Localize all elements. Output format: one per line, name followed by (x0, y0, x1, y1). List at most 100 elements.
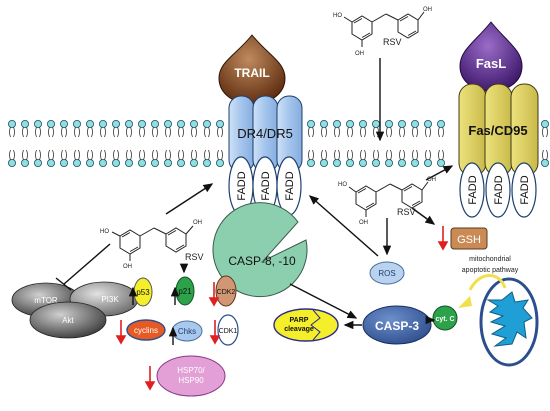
lipid-head (137, 120, 146, 129)
lipid-tail (113, 149, 119, 161)
lipid-head (306, 158, 315, 167)
lipid-head (150, 158, 159, 167)
lipid-tail (399, 149, 405, 161)
lipid-tail (334, 126, 340, 138)
cyclins-node: cyclins (126, 319, 166, 341)
ho-label: OH (359, 220, 368, 226)
lipid-tail (347, 149, 353, 161)
lipid-head (358, 120, 367, 129)
lipid-head (371, 158, 380, 167)
fadd-label: FADD (519, 175, 531, 204)
lipid-head (60, 158, 69, 167)
gsh-label: GSH (457, 234, 481, 246)
lipid-head (423, 158, 432, 167)
lipid-tail (191, 126, 197, 138)
lipid-tail (360, 149, 366, 161)
lipid-tail (87, 126, 93, 138)
lipid-head (332, 120, 341, 129)
hsp90-label: HSP90 (178, 376, 204, 385)
fas-fadd-group: FADD FADD FADD (459, 162, 537, 218)
fadd-label: FADD (236, 171, 248, 200)
lipid-head (73, 120, 82, 129)
akt-label: Akt (62, 316, 74, 325)
red-down-arrows (115, 226, 449, 391)
lipid-tail (35, 149, 41, 161)
lipid-tail (412, 149, 418, 161)
lipid-tail (373, 126, 379, 138)
lipid-tail (360, 126, 366, 138)
cytc-release-arrow (468, 274, 507, 291)
lipid-tail (22, 126, 28, 138)
lipid-head (345, 158, 354, 167)
lipid-tail (334, 149, 340, 161)
lipid-head (319, 120, 328, 129)
lipid-tail (438, 149, 444, 161)
rsv-to-fas-arrow (425, 165, 454, 181)
lipid-head (423, 120, 432, 129)
lipid-head (410, 120, 419, 129)
lipid-head (99, 158, 108, 167)
dr4-dr5-label: DR4/DR5 (237, 126, 293, 141)
lipid-head (20, 158, 29, 167)
lipid-head (20, 120, 29, 129)
cdk1-label: CDK1 (219, 328, 238, 335)
lipid-head (189, 158, 198, 167)
oh-label: OH (427, 177, 436, 183)
lipid-tail (48, 126, 54, 138)
lipid-tail (542, 126, 548, 138)
lipid-head (384, 158, 393, 167)
lipid-tail (126, 149, 132, 161)
fadd-label: FADD (260, 171, 272, 200)
lipid-tail (425, 126, 431, 138)
lipid-tail (178, 126, 184, 138)
lipid-head (202, 120, 211, 129)
lipid-tail (438, 126, 444, 138)
lipid-head (410, 158, 419, 167)
lipid-tail (9, 126, 15, 138)
lipid-tail (321, 149, 327, 161)
lipid-tail (165, 149, 171, 161)
chks-node: Chks (171, 320, 203, 342)
p21-label: p21 (178, 287, 192, 296)
ho-label: HO (100, 229, 109, 235)
lipid-tail (217, 126, 223, 138)
lipid-tail (308, 149, 314, 161)
lipid-tail (22, 149, 28, 161)
p21-node: p21 (175, 276, 195, 306)
ros-to-dr-arrow (308, 195, 379, 257)
lipid-tail (191, 149, 197, 161)
ho-label: OH (355, 51, 364, 57)
trail-label: TRAIL (234, 66, 269, 80)
lipid-tail (386, 149, 392, 161)
lipid-head (345, 120, 354, 129)
mitochondrial-label-2: apoptotic pathway (462, 267, 519, 274)
oh-label: OH (423, 7, 432, 13)
rsv-molecule-middle (348, 181, 429, 217)
lipid-head (306, 120, 315, 129)
parp-label: PARP (290, 317, 309, 324)
lipid-head (73, 158, 82, 167)
lipid-tail (386, 126, 392, 138)
lipid-head (384, 120, 393, 129)
cdk2-node: CDK2 (215, 275, 237, 307)
lipid-head (7, 158, 16, 167)
fasl-ligand: FasL (459, 21, 523, 92)
lipid-head (86, 120, 95, 129)
lipid-head (99, 120, 108, 129)
lipid-head (34, 158, 43, 167)
lipid-tail (74, 126, 80, 138)
rsv-inhibits-kinases-line (63, 243, 111, 285)
cytochrome-c: cyt. C (432, 305, 458, 331)
mitochondrion-icon (479, 277, 539, 367)
lipid-tail (48, 149, 54, 161)
lipid-head (436, 120, 445, 129)
lipid-head (34, 120, 43, 129)
ho-label: OH (123, 264, 132, 270)
lipid-tail (74, 149, 80, 161)
lipid-head (163, 158, 172, 167)
lipid-head (541, 120, 550, 129)
lipid-head (397, 158, 406, 167)
hsp-node: HSP70/ HSP90 (156, 355, 226, 397)
p53-node: p53 (133, 277, 153, 307)
